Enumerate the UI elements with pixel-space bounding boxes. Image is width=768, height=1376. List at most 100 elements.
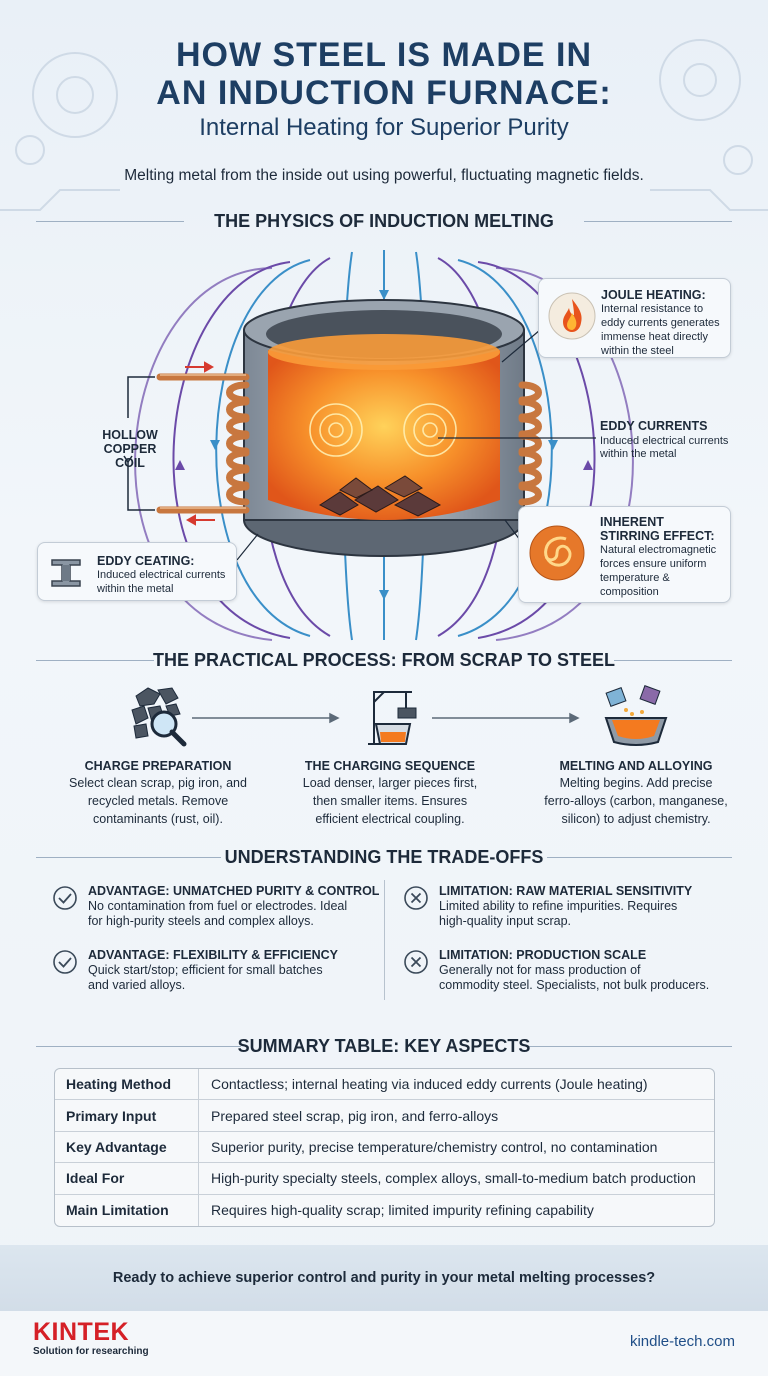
- summary-table: Heating Method Contactless; internal hea…: [54, 1068, 715, 1227]
- divider: [614, 660, 732, 661]
- divider: [527, 1046, 732, 1047]
- brand-logo[interactable]: KINTEK: [33, 1318, 130, 1346]
- joule-body-3: immense heat directly: [601, 331, 708, 343]
- x-circle-icon: [404, 950, 428, 974]
- section-header-tradeoffs: UNDERSTANDING THE TRADE-OFFS: [36, 845, 732, 869]
- section-header-process: THE PRACTICAL PROCESS: FROM SCRAP TO STE…: [36, 648, 732, 672]
- table-cell-aspect: Key Advantage: [55, 1131, 199, 1163]
- joule-body-1: Internal resistance to: [601, 303, 704, 315]
- title-line-2: AN INDUCTION FURNACE:: [156, 74, 612, 112]
- divider: [36, 660, 154, 661]
- check-circle-icon: [53, 950, 77, 974]
- section-title-tradeoffs: UNDERSTANDING THE TRADE-OFFS: [224, 847, 544, 867]
- step-2-body-3: efficient electrical coupling.: [315, 812, 465, 826]
- coil-label: HOLLOW COPPER COIL: [88, 428, 172, 470]
- limitation-2-body-1: Generally not for mass production of: [439, 963, 641, 977]
- table-cell-aspect: Ideal For: [55, 1163, 199, 1194]
- process-step-melting-alloying: MELTING AND ALLOYING Melting begins. Add…: [526, 684, 746, 827]
- step-2-title: THE CHARGING SEQUENCE: [304, 759, 476, 773]
- steel-beam-icon: [51, 559, 81, 587]
- divider: [36, 221, 184, 222]
- tradeoff-divider: [384, 880, 385, 1000]
- divider: [584, 221, 732, 222]
- advantage-purity: ADVANTAGE: UNMATCHED PURITY & CONTROL No…: [53, 883, 388, 929]
- step-1-body-2: recycled metals. Remove: [87, 794, 229, 808]
- divider: [36, 1046, 241, 1047]
- divider: [547, 857, 732, 858]
- table-cell-aspect: Main Limitation: [55, 1194, 199, 1226]
- process-flow-arrows: [192, 712, 580, 724]
- table-cell-detail: Requires high-quality scrap; limited imp…: [211, 1202, 594, 1219]
- induction-furnace-diagram: HOLLOW COPPER COIL JOULE HEATING: Intern…: [0, 236, 768, 646]
- advantage-2-title: ADVANTAGE: FLEXIBILITY & EFFICIENCY: [88, 948, 339, 962]
- stirring-title-1: INHERENT: [600, 515, 664, 529]
- section-title-summary: SUMMARY TABLE: KEY ASPECTS: [237, 1036, 531, 1056]
- title-line-1: HOW STEEL IS MADE IN: [175, 36, 593, 74]
- eddy-swirls: [309, 403, 457, 457]
- table-cell-detail: Contactless; internal heating via induce…: [211, 1076, 648, 1093]
- table-cell-aspect: Heating Method: [55, 1069, 199, 1100]
- eddy-ceating-body-2: within the metal: [97, 583, 174, 595]
- coil-label-line-1: HOLLOW: [102, 428, 158, 442]
- table-row: Heating Method Contactless; internal hea…: [55, 1069, 714, 1101]
- table-row: Primary Input Prepared steel scrap, pig …: [55, 1100, 714, 1132]
- process-step-charge-preparation: CHARGE PREPARATION Select clean scrap, p…: [48, 684, 268, 827]
- page-subtitle: Internal Heating for Superior Purity: [199, 114, 569, 141]
- stirring-body-2: forces ensure uniform: [600, 558, 707, 570]
- advantage-flexibility: ADVANTAGE: FLEXIBILITY & EFFICIENCY Quic…: [53, 947, 388, 993]
- step-1-body-1: Select clean scrap, pig iron, and: [69, 776, 247, 790]
- scrap-pieces: [318, 475, 442, 517]
- x-circle-icon: [404, 886, 428, 910]
- molten-steel: [268, 350, 500, 520]
- table-cell-detail: Superior purity, precise temperature/che…: [211, 1138, 658, 1155]
- step-2-body-1: Load denser, larger pieces first,: [302, 776, 478, 790]
- limitation-production-scale: LIMITATION: PRODUCTION SCALE Generally n…: [404, 947, 739, 993]
- callout-stirring-effect: INHERENT STIRRING EFFECT: Natural electr…: [518, 506, 731, 603]
- limitation-1-title: LIMITATION: RAW MATERIAL SENSITIVITY: [439, 884, 693, 898]
- advantage-2-body-2: and varied alloys.: [88, 978, 186, 992]
- footer: [0, 1311, 768, 1376]
- eddy-ceating-body-1: Induced electrical currents: [97, 569, 226, 581]
- joule-title: JOULE HEATING:: [601, 288, 706, 302]
- step-3-body-2: ferro-alloys (carbon, manganese,: [544, 794, 728, 808]
- swirl-icon: [529, 525, 585, 581]
- coil-label-bracket: [123, 376, 155, 511]
- table-cell-detail: High-purity specialty steels, complex al…: [211, 1170, 696, 1187]
- table-cell-aspect: Primary Input: [55, 1100, 199, 1131]
- page-title: HOW STEEL IS MADE IN AN INDUCTION FURNAC…: [0, 36, 768, 112]
- furnace-illustration: [123, 250, 634, 641]
- step-3-body-1: Melting begins. Add precise: [559, 776, 713, 790]
- joule-body-2: eddy currents generates: [601, 317, 720, 329]
- cta-band: [0, 1245, 768, 1311]
- advantage-1-body-1: No contamination from fuel or electrodes…: [88, 899, 348, 913]
- step-3-body-3: silicon) to adjust chemistry.: [561, 812, 711, 826]
- ladle-icon: [604, 685, 668, 746]
- limitation-2-title: LIMITATION: PRODUCTION SCALE: [439, 948, 647, 962]
- stirring-body-3: temperature &: [600, 572, 670, 584]
- step-3-title: MELTING AND ALLOYING: [559, 759, 713, 773]
- table-cell-detail: Prepared steel scrap, pig iron, and ferr…: [211, 1107, 499, 1124]
- limitation-raw-material: LIMITATION: RAW MATERIAL SENSITIVITY Lim…: [404, 883, 739, 929]
- crane-icon: [368, 691, 417, 745]
- section-title-physics: THE PHYSICS OF INDUCTION MELTING: [214, 211, 554, 231]
- label-eddy-currents: EDDY CURRENTS Induced electrical current…: [600, 419, 760, 461]
- stirring-body-4: composition: [600, 586, 659, 598]
- stirring-title-2: STIRRING EFFECT:: [600, 529, 715, 543]
- section-title-process: THE PRACTICAL PROCESS: FROM SCRAP TO STE…: [152, 650, 616, 670]
- limitation-1-body-2: high-quality input scrap.: [439, 914, 572, 928]
- step-1-body-3: contaminants (rust, oil).: [93, 812, 223, 826]
- website-link[interactable]: kindle-tech.com: [629, 1333, 735, 1350]
- table-row: Ideal For High-purity specialty steels, …: [55, 1163, 714, 1195]
- eddy-body-2: within the metal: [600, 448, 677, 460]
- scrap-magnifier-icon: [131, 687, 187, 747]
- section-header-summary: SUMMARY TABLE: KEY ASPECTS: [36, 1034, 732, 1058]
- section-header-physics: THE PHYSICS OF INDUCTION MELTING: [36, 209, 732, 233]
- coil-label-line-2: COPPER COIL: [103, 442, 157, 470]
- advantage-1-body-2: for high-purity steels and complex alloy…: [88, 914, 314, 928]
- flame-icon: [548, 292, 596, 340]
- current-arrows: [185, 361, 215, 526]
- limitation-2-body-2: commodity steel. Specialists, not bulk p…: [439, 978, 710, 992]
- tagline: Melting metal from the inside out using …: [124, 167, 644, 184]
- advantage-1-title: ADVANTAGE: UNMATCHED PURITY & CONTROL: [88, 884, 380, 898]
- eddy-ceating-title: EDDY CEATING:: [97, 554, 195, 568]
